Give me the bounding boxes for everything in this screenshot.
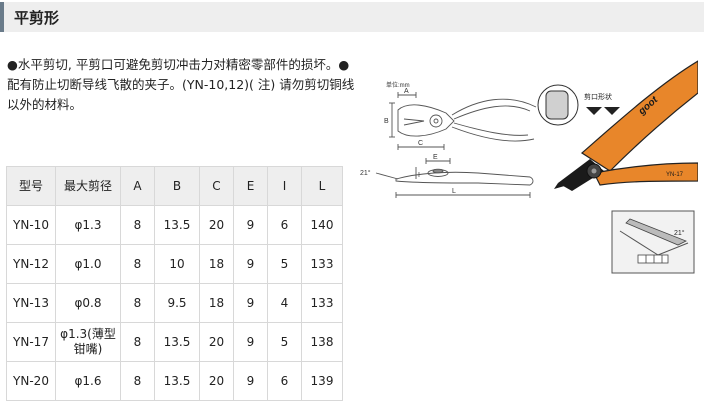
table-cell: YN-10 (6, 205, 56, 245)
table-cell: 6 (267, 205, 302, 245)
table-row: YN-12 φ1.0 8 10 18 9 5 133 (6, 244, 343, 284)
table-cell: φ1.0 (55, 244, 121, 284)
table-cell: 6 (267, 361, 302, 401)
table-cell: 13.5 (154, 205, 200, 245)
table-cell: 8 (120, 205, 155, 245)
table-cell: 8 (120, 322, 155, 362)
table-header-row: 型号 最大剪径 A B C E I L (6, 166, 343, 206)
table-row: YN-10 φ1.3 8 13.5 20 9 6 140 (6, 205, 343, 245)
table-cell: 140 (301, 205, 343, 245)
table-cell: 13.5 (154, 322, 200, 362)
table-cell: φ1.6 (55, 361, 121, 401)
unit-label: 单位:mm (386, 81, 410, 89)
section-title-bar: 平剪形 (0, 2, 704, 32)
spec-table: 型号 最大剪径 A B C E I L YN-10 φ1.3 8 13.5 20… (6, 166, 343, 401)
header-cell: L (301, 166, 343, 206)
table-cell: 9.5 (154, 283, 200, 323)
dim-label-c: C (418, 140, 423, 147)
table-cell: 9 (233, 205, 268, 245)
page-title: 平剪形 (14, 9, 60, 27)
table-cell: YN-13 (6, 283, 56, 323)
table-cell: 10 (154, 244, 200, 284)
table-cell: 139 (301, 361, 343, 401)
cut-shape-icon: 剪口形状 (537, 84, 620, 126)
table-cell: 138 (301, 322, 343, 362)
table-cell: 18 (199, 283, 234, 323)
table-cell: YN-20 (6, 361, 56, 401)
table-cell: 9 (233, 283, 268, 323)
table-cell: 9 (233, 361, 268, 401)
table-cell: YN-12 (6, 244, 56, 284)
table-cell: 20 (199, 205, 234, 245)
product-description: ●水平剪切, 平剪口可避免剪切冲击力对精密零部件的损坏。●配有防止切断导线飞散的… (7, 57, 355, 112)
header-cell: I (267, 166, 302, 206)
dim-label-a: A (404, 88, 409, 95)
header-cell: A (120, 166, 155, 206)
table-cell: 9 (233, 322, 268, 362)
table-cell: φ0.8 (55, 283, 121, 323)
header-cell: E (233, 166, 268, 206)
table-cell: 8 (120, 361, 155, 401)
angle-label-detail: 21° (674, 229, 685, 237)
dimension-drawing: 单位:mm A B C (384, 81, 537, 150)
angle-label-side: 21° (360, 169, 371, 177)
dim-label-b: B (384, 118, 389, 125)
table-cell: 18 (199, 244, 234, 284)
model-text: YN-17 (666, 172, 684, 178)
table-cell: 13.5 (154, 361, 200, 401)
pliers-photo: goot YN-17 (554, 60, 698, 191)
table-cell: 9 (233, 244, 268, 284)
header-cell: 最大剪径 (55, 166, 121, 206)
table-cell: φ1.3(薄型钳嘴) (55, 322, 121, 362)
cut-shape-left-icon (586, 107, 602, 115)
table-cell: φ1.3 (55, 205, 121, 245)
table-cell: 5 (267, 244, 302, 284)
table-row: YN-13 φ0.8 8 9.5 18 9 4 133 (6, 283, 343, 323)
table-cell: 4 (267, 283, 302, 323)
side-view-drawing: 21° E I L (360, 154, 534, 198)
table-row: YN-20 φ1.6 8 13.5 20 9 6 139 (6, 361, 343, 401)
table-row: YN-17 φ1.3(薄型钳嘴) 8 13.5 20 9 5 138 (6, 322, 343, 362)
header-cell: C (199, 166, 234, 206)
table-cell: 8 (120, 283, 155, 323)
detail-inset: 21° (611, 210, 695, 274)
dim-label-e: E (433, 154, 438, 161)
table-cell: 133 (301, 283, 343, 323)
table-cell: YN-17 (6, 322, 56, 362)
table-cell: 133 (301, 244, 343, 284)
table-cell: 5 (267, 322, 302, 362)
table-cell: 20 (199, 322, 234, 362)
cut-shape-right-icon (604, 107, 620, 115)
dim-label-i: I (418, 172, 420, 179)
cut-shape-label: 剪口形状 (584, 92, 612, 101)
header-cell: 型号 (6, 166, 56, 206)
header-cell: B (154, 166, 200, 206)
product-diagram: 单位:mm A B C 21° E I (360, 60, 698, 274)
table-cell: 20 (199, 361, 234, 401)
table-cell: 8 (120, 244, 155, 284)
dim-label-l: L (452, 188, 456, 195)
